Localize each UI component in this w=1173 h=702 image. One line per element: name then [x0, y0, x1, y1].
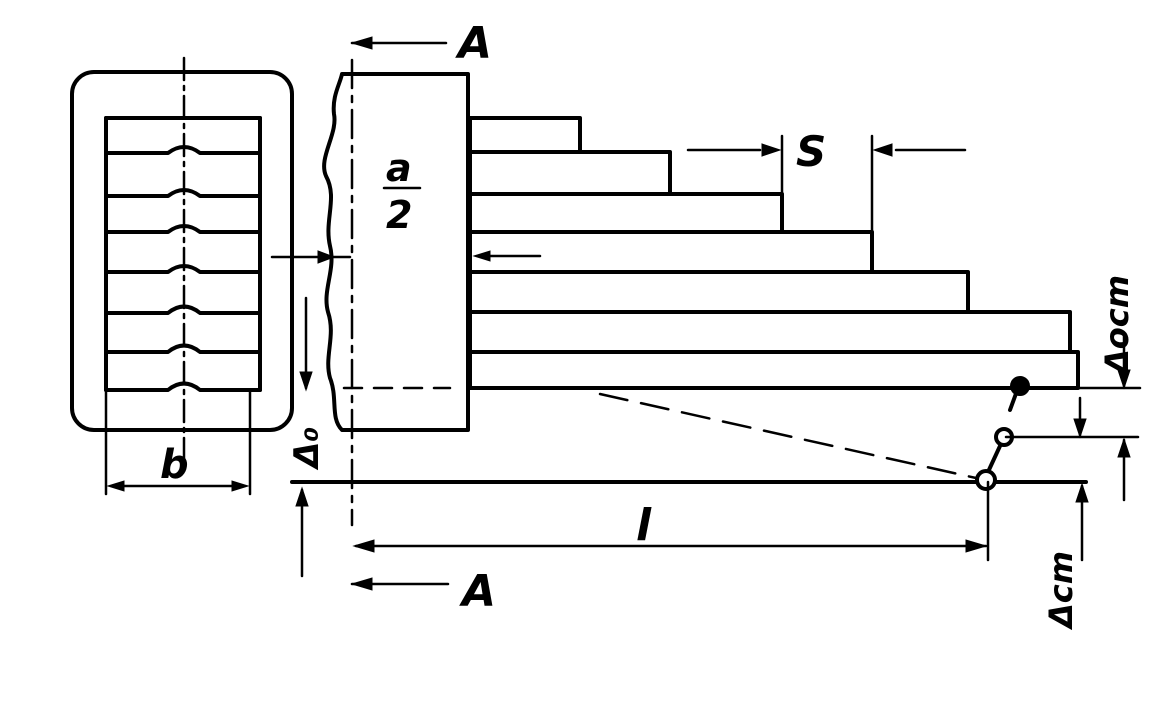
delta-zero-arrow [299, 371, 313, 392]
deflection-dashed-line [598, 392, 978, 480]
delta-zero-label: Δ₀ [287, 427, 327, 471]
cross-section-outer-frame [70, 70, 294, 432]
delta-st-arrow [1075, 482, 1089, 503]
width-label: b [160, 442, 189, 488]
beam-block-outline [322, 72, 470, 432]
step-arrow-left [761, 143, 782, 157]
clearance-leader-arrow [317, 250, 336, 264]
leaf-2 [468, 150, 672, 196]
half-width-numerator: a [386, 146, 412, 190]
clearance-leader [270, 250, 352, 264]
section-arrows [350, 36, 450, 591]
half-width-denominator: 2 [386, 193, 412, 237]
section-top-label: A [455, 18, 492, 69]
support-link-lower [986, 444, 1002, 474]
leaf-7 [468, 350, 1080, 390]
step-label: S [796, 127, 826, 176]
length-arrow-right [965, 539, 988, 553]
section-top-arrow [350, 36, 373, 50]
beam-block [322, 58, 470, 527]
delta-residual-arrow [1117, 437, 1131, 458]
leaf-1 [468, 116, 582, 154]
support-pivot-open-bottom [975, 469, 997, 491]
delta-st-label: Δcm [1042, 551, 1080, 631]
width-arrow-right [231, 480, 250, 492]
leaf-4 [468, 230, 874, 274]
delta-ost-arrow-lower [1073, 418, 1087, 439]
section-bottom-label: A [459, 566, 496, 617]
stepped-leaves [468, 116, 1080, 390]
length-dimension [352, 480, 990, 562]
length-arrow-left [352, 539, 375, 553]
width-arrow-left [106, 480, 125, 492]
support-geometry [290, 376, 1140, 491]
section-bottom-arrow [350, 577, 373, 591]
delta-ost-arrow-top [1117, 369, 1131, 390]
leaf-inner-arrow [472, 250, 491, 262]
leaf-3 [468, 192, 784, 234]
step-dimension [686, 134, 967, 234]
step-arrow-right [872, 143, 893, 157]
delta-zero-dimension [295, 296, 313, 578]
cross-section [70, 56, 294, 496]
delta-zero-lower-arrow [295, 486, 309, 507]
leaf-5 [468, 270, 970, 314]
delta-ost-label: Δocm [1098, 275, 1136, 377]
support-pivot-filled [1010, 376, 1030, 396]
length-label: l [636, 500, 652, 551]
leaf-6 [468, 310, 1072, 354]
right-delta-dimensions [1073, 332, 1142, 562]
